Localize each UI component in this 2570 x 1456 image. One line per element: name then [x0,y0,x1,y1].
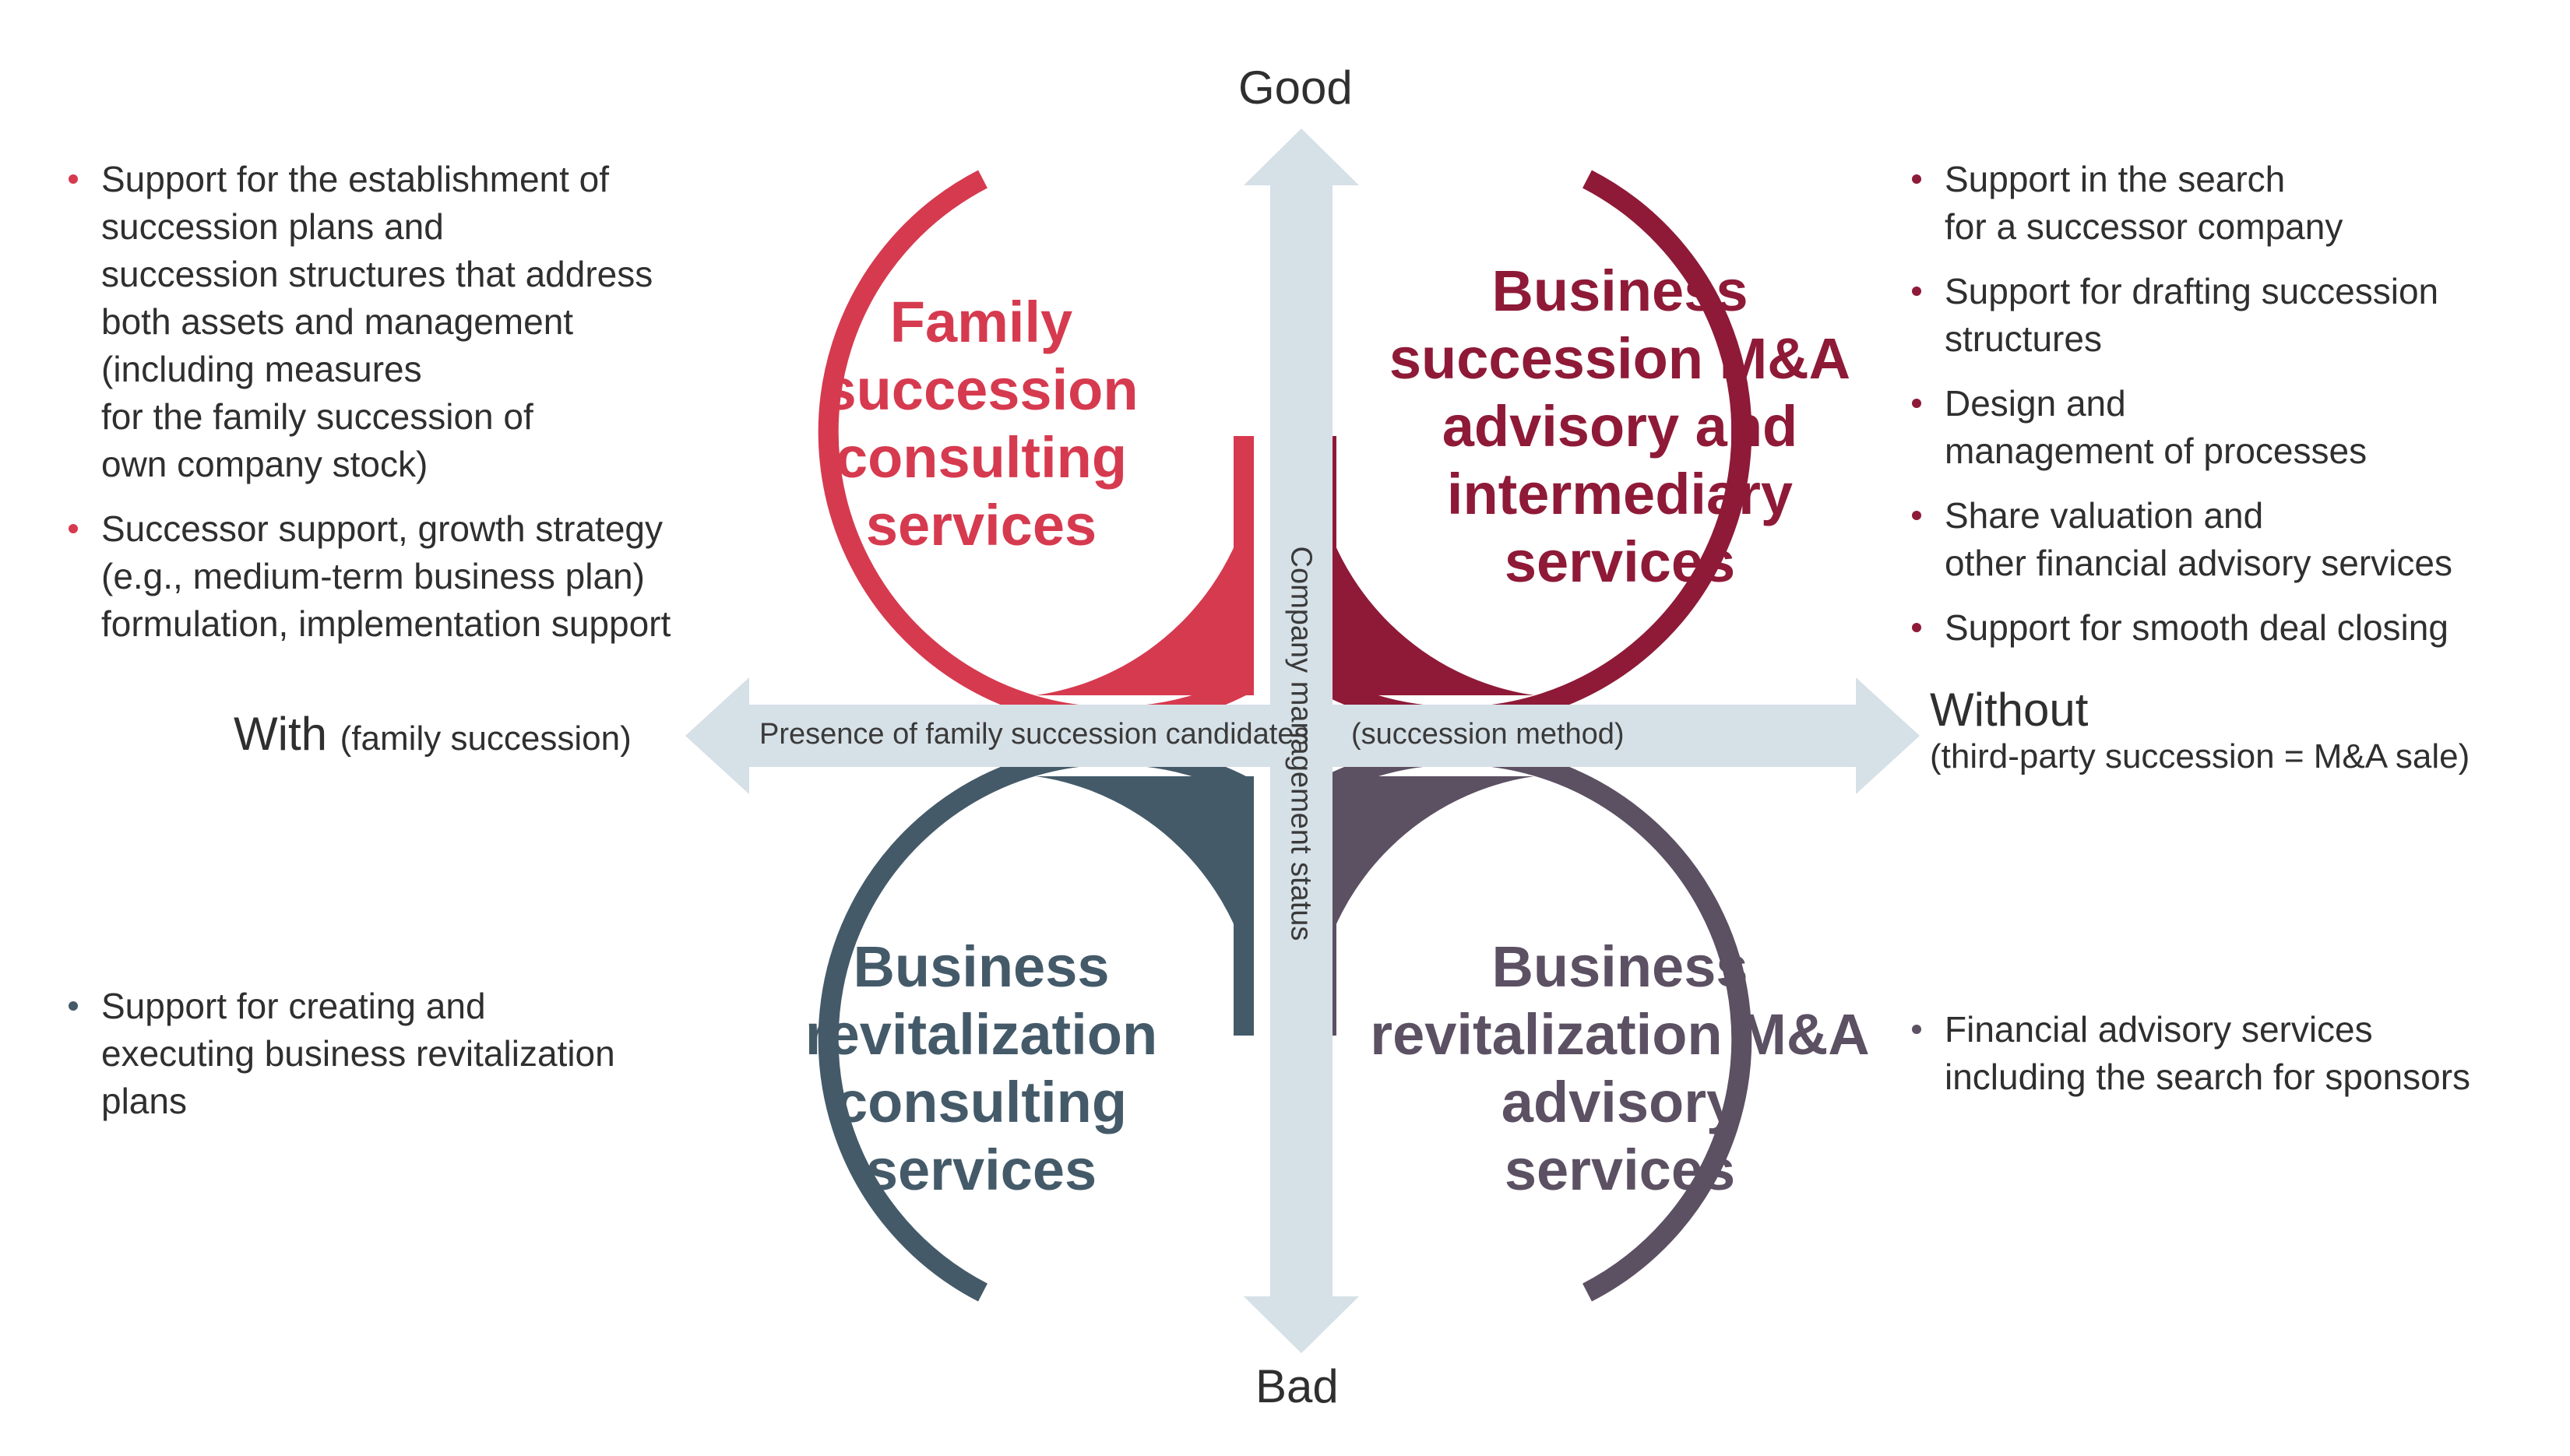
revitalization-consulting-bullets: Support for creating and executing busin… [69,983,738,1142]
list-item: Support for creating and executing busin… [69,983,738,1125]
list-item: Share valuation and other financial advi… [1912,492,2558,587]
horizontal-axis-arrow [685,677,1920,794]
revitalization-ma-title: Business revitalization M&A advisory ser… [1370,934,1870,1202]
revitalization-consulting-corner [1036,776,1254,989]
axis-bottom-label: Bad [1255,1360,1339,1412]
list-item: Support in the search for a successor co… [1912,156,2558,251]
ma-advisory-corner [1316,483,1534,695]
list-item: Support for smooth deal closing [1912,604,2558,652]
ma-advisory-bullets: Support in the search for a successor co… [1912,156,2558,669]
list-item: Support for the establishment of success… [69,156,769,488]
revitalization-ma-corner [1316,776,1534,989]
ma-advisory-title: Business succession M&A advisory and int… [1389,258,1851,594]
list-item: Successor support, growth strategy (e.g.… [69,505,769,648]
list-item: Design and management of processes [1912,380,2558,475]
axis-left-main: With [234,708,327,760]
family-succession-title: Family succession consulting services [824,290,1139,557]
list-item: Financial advisory services including th… [1912,1006,2558,1101]
axis-left-note: (family succession) [340,719,632,758]
list-item: Support for drafting succession structur… [1912,268,2558,363]
family-succession-corner [1036,483,1254,695]
horizontal-axis-caption: Presence of family succession candidates [759,718,1309,751]
family-succession-bullets: Support for the establishment of success… [69,156,769,665]
vertical-axis-caption: Company management status [1284,546,1318,941]
axis-top-label: Good [1238,62,1353,114]
axis-left-label: With (family succession) [234,707,632,761]
horizontal-axis-caption-method: (succession method) [1351,718,1625,751]
axis-right-note: (third-party succession = M&A sale) [1930,737,2470,775]
revitalization-ma-bullets: Financial advisory services including th… [1912,1006,2558,1118]
axis-right-label: Without (third-party succession = M&A sa… [1930,687,2470,780]
revitalization-consulting-title: Business revitalization consulting servi… [804,934,1158,1202]
axis-right-main: Without [1930,684,2089,736]
